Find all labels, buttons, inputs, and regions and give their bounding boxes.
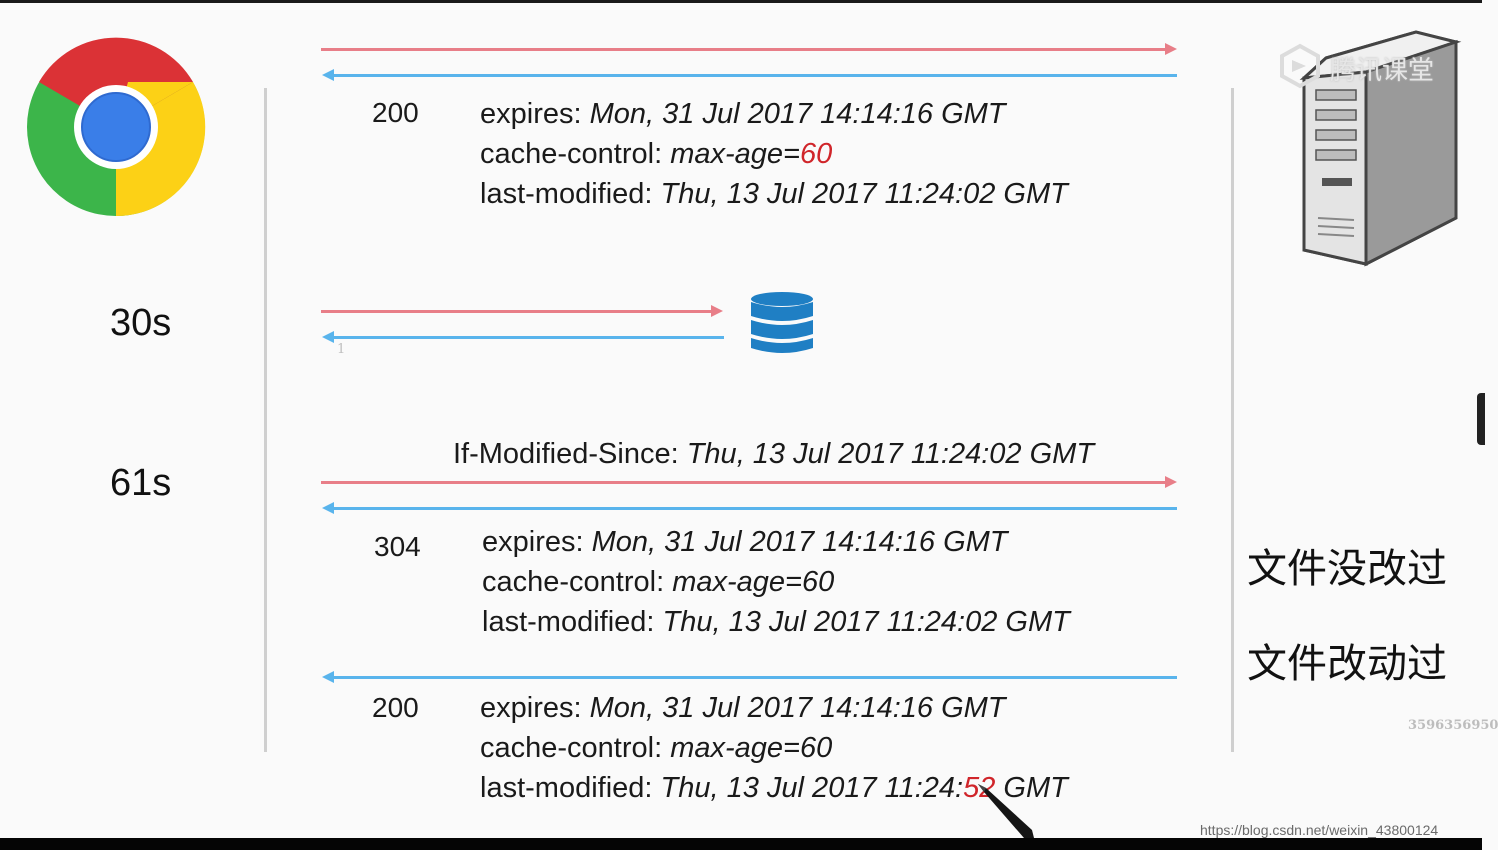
request-arrow-1 <box>321 43 1177 55</box>
bottom-border <box>0 838 1482 850</box>
header-key: cache-control: <box>480 732 663 764</box>
header-key: last-modified: <box>480 772 653 804</box>
header-key: cache-control: <box>480 138 663 170</box>
server-timeline <box>1231 88 1234 752</box>
response-2-status: 304 <box>374 531 421 562</box>
header-value: max-age=60 <box>672 566 835 598</box>
header-value: Mon, 31 Jul 2017 14:14:16 GMT <box>591 526 1008 558</box>
response-arrow-2 <box>322 502 1177 514</box>
header-key: expires: <box>482 526 584 558</box>
header-value: Mon, 31 Jul 2017 14:14:16 GMT <box>589 98 1006 130</box>
header-key: If-Modified-Since: <box>453 438 679 470</box>
note-file-changed: 文件改动过 <box>1247 641 1447 687</box>
request-arrow-2 <box>321 476 1177 488</box>
last-modified-header: last-modified: Thu, 13 Jul 2017 11:24:02… <box>480 174 1068 214</box>
server-tower-icon <box>1296 28 1462 268</box>
cache-response-arrow <box>322 331 724 343</box>
header-value: Thu, 13 Jul 2017 11:24: <box>660 772 964 804</box>
header-key: expires: <box>480 692 582 724</box>
header-value: Thu, 13 Jul 2017 11:24:02 GMT <box>660 178 1068 210</box>
browser-timeline <box>264 88 267 752</box>
pen-pointer-icon <box>974 780 1034 838</box>
response-1-status: 200 <box>372 97 419 128</box>
logo-mark-icon <box>1280 43 1320 89</box>
top-border <box>0 0 1482 3</box>
header-key: last-modified: <box>482 606 655 638</box>
right-edge-tab[interactable] <box>1477 393 1485 445</box>
header-key: cache-control: <box>482 566 665 598</box>
side-watermark: 3596356950 <box>1408 718 1498 733</box>
response-arrow-1 <box>322 69 1177 81</box>
expires-header: expires: Mon, 31 Jul 2017 14:14:16 GMT <box>482 522 1070 562</box>
note-file-unchanged: 文件没改过 <box>1247 546 1447 592</box>
time-label-61s: 61s <box>110 462 172 504</box>
response-arrow-3 <box>322 671 1177 683</box>
time-label-30s: 30s <box>110 302 172 344</box>
response-3-status: 200 <box>372 692 419 723</box>
cache-control-header: cache-control: max-age=60 <box>480 728 1068 768</box>
logo-text: 腾讯课堂 <box>1330 56 1435 86</box>
header-key: last-modified: <box>480 178 653 210</box>
cache-control-header: cache-control: max-age=60 <box>480 134 1068 174</box>
response-1-headers: expires: Mon, 31 Jul 2017 14:14:16 GMT c… <box>480 94 1068 214</box>
header-value: max-age= <box>670 138 800 170</box>
header-value: Thu, 13 Jul 2017 11:24:02 GMT <box>686 438 1095 470</box>
header-value: Mon, 31 Jul 2017 14:14:16 GMT <box>589 692 1006 724</box>
max-age-highlight: 60 <box>799 138 833 170</box>
last-modified-header: last-modified: Thu, 13 Jul 2017 11:24:02… <box>482 602 1070 642</box>
response-2-headers: expires: Mon, 31 Jul 2017 14:14:16 GMT c… <box>482 522 1070 642</box>
last-modified-header: last-modified: Thu, 13 Jul 2017 11:24:52… <box>480 768 1068 808</box>
expires-header: expires: Mon, 31 Jul 2017 14:14:16 GMT <box>480 688 1068 728</box>
header-value-suffix: GMT <box>995 772 1068 804</box>
chrome-logo-icon <box>26 37 206 217</box>
header-value: max-age=60 <box>670 732 833 764</box>
cache-step-label: 1 <box>337 342 346 357</box>
header-value: Thu, 13 Jul 2017 11:24:02 GMT <box>662 606 1070 638</box>
header-key: expires: <box>480 98 582 130</box>
tencent-classroom-logo: 腾讯课堂 <box>1278 43 1478 90</box>
response-3-headers: expires: Mon, 31 Jul 2017 14:14:16 GMT c… <box>480 688 1068 808</box>
database-icon <box>748 290 816 356</box>
url-watermark: https://blog.csdn.net/weixin_43800124 <box>1200 822 1439 838</box>
if-modified-since-header: If-Modified-Since: Thu, 13 Jul 2017 11:2… <box>453 434 1094 474</box>
cache-control-header: cache-control: max-age=60 <box>482 562 1070 602</box>
cache-request-arrow <box>321 305 723 317</box>
expires-header: expires: Mon, 31 Jul 2017 14:14:16 GMT <box>480 94 1068 134</box>
